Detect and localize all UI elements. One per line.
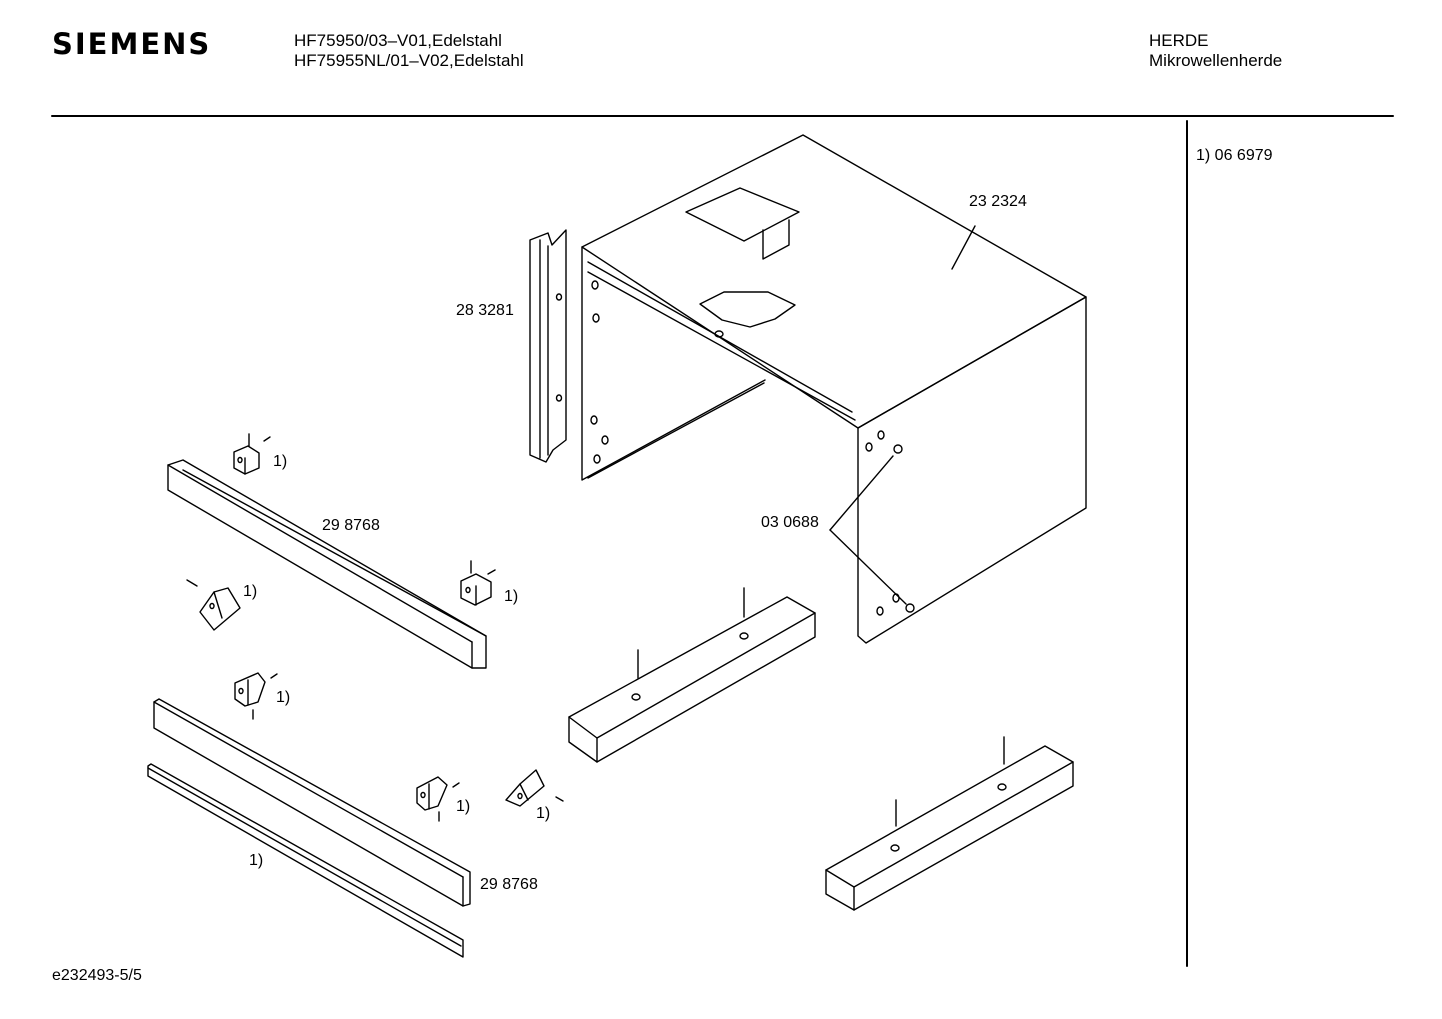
footnote-marker: 1) [456,798,471,815]
bracket-3 [461,561,495,605]
footnote-legend: 1) 06 6979 [1196,147,1273,164]
foot-block-right [826,737,1073,910]
subcategory: Mikrowellenherde [1149,51,1283,70]
part-label-upper-trim: 29 8768 [322,517,380,534]
bracket-5 [417,777,459,821]
part-label-side-rail: 28 3281 [456,302,514,319]
brand-logo: SIEMENS [52,27,212,61]
bracket-2 [187,580,240,630]
bracket-4 [235,673,277,719]
lower-gasket-strip [148,764,463,957]
model-line-1: HF75950/03–V01,Edelstahl [294,31,502,50]
footnote-marker: 1) [273,453,288,470]
footnote-marker: 1) [536,805,551,822]
bracket-6 [506,770,563,806]
upper-trim-part [168,460,486,668]
footnote-marker: 1) [504,588,519,605]
lower-trim-part [154,699,470,906]
footnote-marker: 1) [276,689,291,706]
part-label-lower-trim: 29 8768 [480,876,538,893]
bracket-1 [234,434,270,474]
housing-cover [582,135,1086,643]
category: HERDE [1149,31,1209,50]
foot-block-middle [569,588,815,762]
footnote-marker: 1) [243,583,258,600]
side-rail-part [530,230,566,462]
footnote-marker: 1) [249,852,264,869]
model-line-2: HF75955NL/01–V02,Edelstahl [294,51,524,70]
part-label-spacer: 03 0688 [761,514,819,531]
part-label-housing: 23 2324 [969,193,1027,210]
document-id: e232493-5/5 [52,967,142,984]
spacer-leaders [830,456,906,604]
